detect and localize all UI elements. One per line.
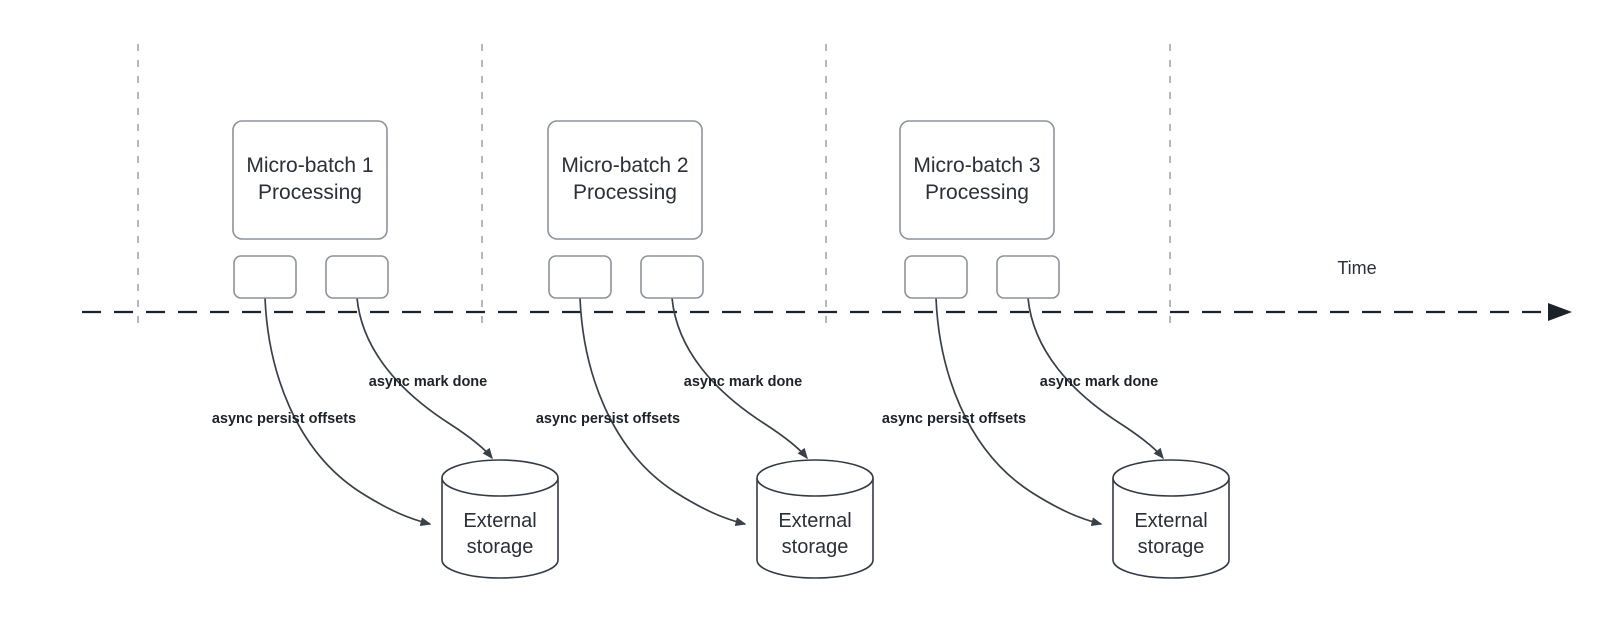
task-box-2-mark-done[interactable] (640, 255, 704, 299)
flow-mark-done-1 (356, 297, 493, 460)
external-storage-2[interactable]: External storage (756, 459, 874, 579)
group-1: Micro-batch 1 Processing async persist o… (212, 120, 559, 579)
external-storage-3-label-line1: External (1134, 510, 1207, 532)
external-storage-2-body (756, 478, 874, 579)
external-storage-2-top (756, 459, 874, 497)
edge-label-persist-offsets-2: async persist offsets (536, 411, 680, 427)
flow-mark-done-3 (1027, 297, 1164, 460)
micro-batch-3-processing-box[interactable] (899, 120, 1055, 240)
external-storage-1-top (441, 459, 559, 497)
flow-persist-offsets-3 (935, 297, 1103, 527)
flow-mark-done-2 (671, 297, 808, 460)
edge-label-mark-done-2: async mark done (684, 374, 802, 390)
external-storage-1-label-line1: External (463, 510, 536, 532)
micro-batch-2-label-line1: Micro-batch 2 (561, 154, 688, 177)
group-3: Micro-batch 3 Processing async persist o… (882, 120, 1230, 579)
task-box-1-persist[interactable] (233, 255, 297, 299)
micro-batch-1-processing-box[interactable] (232, 120, 388, 240)
edge-label-mark-done-3: async mark done (1040, 374, 1158, 390)
task-box-3-persist[interactable] (904, 255, 968, 299)
task-box-2-persist[interactable] (548, 255, 612, 299)
external-storage-3-label-line2: storage (1138, 536, 1205, 558)
task-box-1-mark-done[interactable] (325, 255, 389, 299)
external-storage-3-top (1112, 459, 1230, 497)
flow-persist-offsets-1 (264, 297, 432, 527)
external-storage-1[interactable]: External storage (441, 459, 559, 579)
micro-batch-2-processing-box[interactable] (547, 120, 703, 240)
edge-label-persist-offsets-3: async persist offsets (882, 411, 1026, 427)
edge-label-persist-offsets-1: async persist offsets (212, 411, 356, 427)
external-storage-2-label-line1: External (778, 510, 851, 532)
flow-persist-offsets-2 (579, 297, 747, 527)
micro-batch-3-label-line1: Micro-batch 3 (913, 154, 1040, 177)
time-axis-label: Time (1337, 258, 1376, 278)
group-2: Micro-batch 2 Processing async persist o… (536, 120, 874, 579)
external-storage-1-label-line2: storage (467, 536, 534, 558)
task-box-3-mark-done[interactable] (996, 255, 1060, 299)
external-storage-1-body (441, 478, 559, 579)
external-storage-3[interactable]: External storage (1112, 459, 1230, 579)
external-storage-2-label-line2: storage (782, 536, 849, 558)
micro-batch-1-label-line2: Processing (258, 181, 362, 204)
micro-batch-3-label-line2: Processing (925, 181, 1029, 204)
micro-batch-2-label-line2: Processing (573, 181, 677, 204)
external-storage-3-body (1112, 478, 1230, 579)
edge-label-mark-done-1: async mark done (369, 374, 487, 390)
time-axis: Time (82, 258, 1572, 321)
micro-batch-1-label-line1: Micro-batch 1 (246, 154, 373, 177)
time-axis-arrowhead (1548, 303, 1572, 321)
